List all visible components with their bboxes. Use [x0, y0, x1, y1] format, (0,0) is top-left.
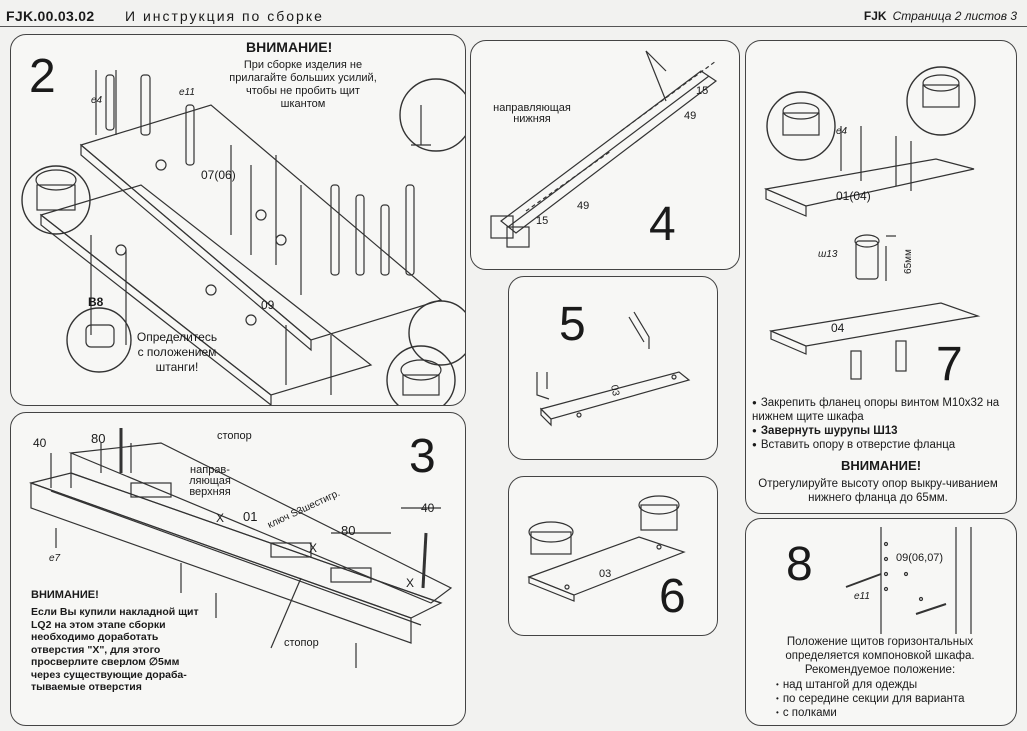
- step-7-warning-text: Отрегулируйте высоту опор выкру-чиванием…: [758, 478, 998, 504]
- step-8-label-e11: e11: [854, 591, 870, 602]
- step-7-drawing: [763, 66, 981, 380]
- step-7-bullets: Закрепить фланец опоры винтом М10х32 на …: [752, 396, 1014, 452]
- step-4-dim-49b: 49: [577, 200, 590, 212]
- step-4-number: 4: [649, 198, 676, 251]
- step-2-label-panel-a: 07(06): [201, 168, 236, 182]
- step-8-number: 8: [786, 538, 813, 591]
- step-8-item-2: по середине секции для варианта: [776, 692, 1006, 706]
- step-7-number: 7: [936, 338, 963, 391]
- step-7-bullet-2: Завернуть шурупы Ш13: [752, 424, 1014, 438]
- step-5-number: 5: [559, 298, 586, 351]
- step-3-x-mark-a: X: [216, 511, 225, 525]
- doc-code: FJK.00.03.02: [6, 8, 95, 24]
- doc-title: И инструкция по сборке: [125, 8, 324, 24]
- step-3-dim-80a: 80: [91, 431, 106, 446]
- step-3-x-mark-c: X: [406, 576, 415, 590]
- step-8-label-panel: 09(06,07): [896, 552, 944, 564]
- step-5-drawing: [536, 311, 691, 427]
- step-2-label-panel-b: 09: [261, 298, 275, 312]
- step-2-number: 2: [29, 50, 56, 103]
- step-2-warning-text: При сборке изделия не прилагайте больших…: [229, 59, 377, 110]
- header-divider: [0, 26, 1027, 27]
- step-4-drawing: [490, 50, 718, 248]
- step-3-warning-title: ВНИМАНИЕ!: [31, 589, 99, 601]
- step-8-drawing: [845, 527, 972, 634]
- step-4-dim-15b: 15: [536, 215, 549, 227]
- step-7-label-65: 65мм: [902, 249, 914, 274]
- step-2-panel: 2 ВНИМАНИЕ! При сборке изделия не прилаг…: [10, 34, 466, 406]
- step-2-warning-title: ВНИМАНИЕ!: [246, 39, 333, 55]
- step-4-dim-49a: 49: [684, 110, 697, 122]
- step-3-warning-text: Если Вы купили накладной щит LQ2 на этом…: [31, 606, 199, 693]
- step-3-panel: 3 40 80 стопор направ-ляющая верхняя X 0…: [10, 412, 466, 726]
- step-3-stop-top: стопор: [217, 430, 252, 442]
- step-5-panel: 5 03: [508, 276, 718, 460]
- step-7-label-e4: e4: [836, 126, 848, 137]
- brand-label: FJK: [863, 9, 887, 23]
- step-4-dim-15a: 15: [696, 85, 709, 97]
- step-3-stop-bottom: стопор: [284, 637, 319, 649]
- step-4-panel: 4 направляющая нижняя 15 49 15 49: [470, 40, 740, 270]
- step-8-panel: 8 09(06,07) e11 Положение щитов горизонт…: [745, 518, 1017, 726]
- step-7-panel: 7 e4 01(04) ш13 65мм 04 Закрепить фланец…: [745, 40, 1017, 514]
- step-3-dim-80b: 80: [341, 523, 356, 538]
- step-2-label-b8: B8: [88, 295, 104, 309]
- step-2-label-e11: e11: [179, 87, 195, 98]
- step-6-panel-label: 03: [599, 568, 612, 580]
- step-3-dim-40a: 40: [33, 436, 47, 450]
- step-6-number: 6: [659, 570, 686, 623]
- step-2-note: Определитесь с положением штанги!: [136, 330, 218, 374]
- step-3-guide-upper: направ-ляющая верхняя: [189, 464, 231, 498]
- step-7-label-w13: ш13: [818, 249, 838, 260]
- step-3-dim-40b: 40: [421, 501, 435, 515]
- step-8-text: Положение щитов горизонтальных определяе…: [785, 636, 975, 676]
- step-3-part-label: 01: [243, 509, 258, 524]
- step-2-label-e4: e4: [91, 95, 103, 106]
- step-8-item-3: с полками: [776, 706, 1006, 720]
- step-7-bullet-1: Закрепить фланец опоры винтом М10х32 на …: [752, 396, 1014, 424]
- step-7-panel-top: 01(04): [836, 189, 871, 203]
- step-3-label-e7: e7: [49, 553, 61, 564]
- step-2-drawing: [21, 70, 465, 405]
- step-8-items: над штангой для одежды по середине секци…: [776, 678, 1006, 720]
- step-5-panel-label: 03: [608, 384, 621, 397]
- page-header: FJK.00.03.02 И инструкция по сборке FJK С…: [0, 0, 1027, 28]
- step-6-drawing: [527, 495, 686, 602]
- step-8-item-1: над штангой для одежды: [776, 678, 1006, 692]
- step-3-number: 3: [409, 430, 436, 483]
- step-6-panel: 6 03: [508, 476, 718, 636]
- step-3-drawing: [28, 428, 453, 668]
- step-3-x-mark-b: X: [309, 541, 318, 555]
- step-7-bullet-3: Вставить опору в отверстие фланца: [752, 438, 1014, 452]
- step-7-warning-title: ВНИМАНИЕ!: [840, 458, 922, 473]
- page-info: FJK Страница 2 листов 3: [864, 9, 1017, 23]
- page-label: Страница 2 листов 3: [892, 9, 1017, 23]
- step-7-panel-bottom: 04: [831, 321, 845, 335]
- step-4-guide-lower: направляющая нижняя: [493, 102, 571, 125]
